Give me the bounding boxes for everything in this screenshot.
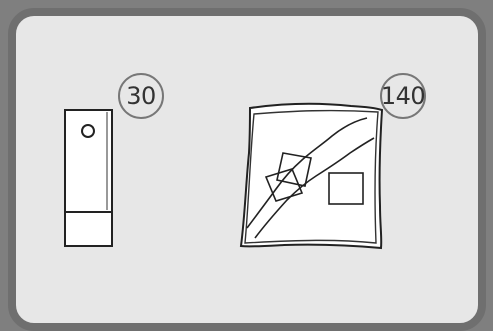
count-label-map: 140	[381, 82, 425, 110]
map-icon	[238, 98, 388, 251]
count-badge-device: 30	[118, 73, 164, 119]
count-label-device: 30	[126, 82, 156, 110]
phone-device-icon	[63, 108, 115, 248]
count-badge-map: 140	[380, 73, 426, 119]
